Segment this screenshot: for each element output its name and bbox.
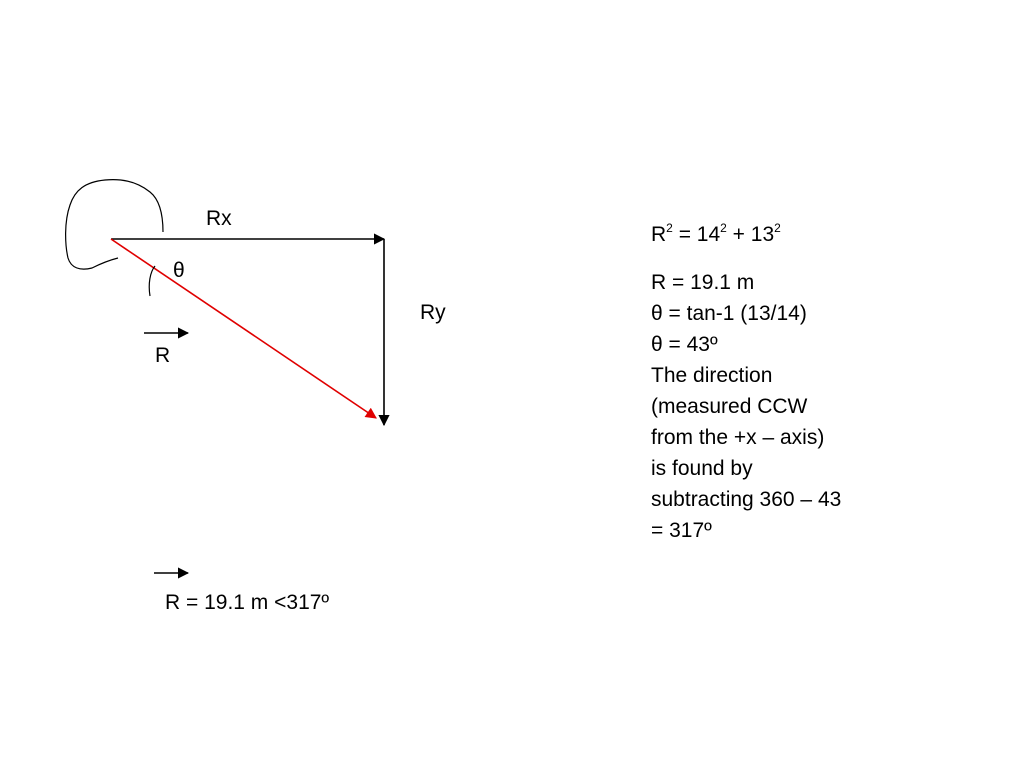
eq-exp-2: 2 [720,221,727,235]
ry-label: Ry [420,301,446,324]
solution-line: The direction [651,364,773,387]
solution-text: R = 19.1 m θ = tan-1 (13/14) θ = 43º The… [651,267,841,546]
final-result: R = 19.1 m <317º [165,591,330,614]
eq-exp-3: 2 [774,221,781,235]
solution-line: θ = tan-1 (13/14) [651,302,807,325]
handdrawn-loop [65,179,164,270]
eq-mid-1: = 14 [672,223,721,246]
resultant-arrow [110,238,377,419]
solution-line: subtracting 360 – 43 [651,488,842,511]
pythagorean-equation: R2 = 142 + 132 [651,221,781,246]
solution-line: R = 19.1 m [651,271,755,294]
r-label: R [155,344,171,367]
angle-arc [148,265,156,297]
theta-label: θ [173,259,185,282]
solution-line: (measured CCW [651,395,808,418]
solution-line: from the +x – axis) [651,426,825,449]
rx-label: Rx [206,207,232,230]
eq-base: R [651,223,667,246]
solution-line: = 317º [651,519,712,542]
solution-line: is found by [651,457,753,480]
eq-exp-1: 2 [666,221,673,235]
solution-line: θ = 43º [651,333,718,356]
eq-mid-2: + 13 [726,223,775,246]
